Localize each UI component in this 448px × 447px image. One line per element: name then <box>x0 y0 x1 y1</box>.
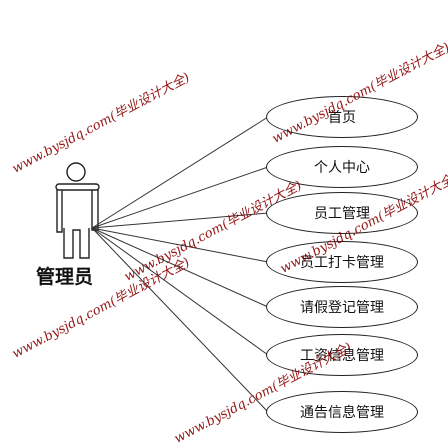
use-case-attendance-management[interactable]: 员工打卡管理 <box>266 241 418 283</box>
association-line <box>91 227 269 308</box>
use-case-label: 员工管理 <box>314 206 370 222</box>
use-case-label: 个人中心 <box>314 160 370 176</box>
use-case-notice-management[interactable]: 通告信息管理 <box>266 391 418 433</box>
use-case-label: 请假登记管理 <box>300 300 384 316</box>
use-case-label: 工资信息管理 <box>300 348 384 364</box>
use-case-personal-center[interactable]: 个人中心 <box>266 146 418 188</box>
actor-icon <box>55 162 100 259</box>
association-line <box>91 116 269 229</box>
use-case-home[interactable]: 首页 <box>266 96 418 138</box>
association-line <box>91 212 269 229</box>
association-line <box>91 227 269 413</box>
use-case-salary-management[interactable]: 工资信息管理 <box>266 334 418 376</box>
use-case-label: 通告信息管理 <box>300 405 384 421</box>
use-case-employee-management[interactable]: 员工管理 <box>266 192 418 234</box>
diagram-canvas <box>55 116 269 413</box>
use-case-label: 首页 <box>328 110 356 126</box>
association-line <box>91 227 269 356</box>
use-case-leave-management[interactable]: 请假登记管理 <box>266 286 418 328</box>
association-lines <box>91 116 269 413</box>
association-line <box>91 166 269 229</box>
use-case-label: 员工打卡管理 <box>300 255 384 271</box>
association-line <box>91 227 269 263</box>
actor-label: 管理员 <box>36 266 94 288</box>
